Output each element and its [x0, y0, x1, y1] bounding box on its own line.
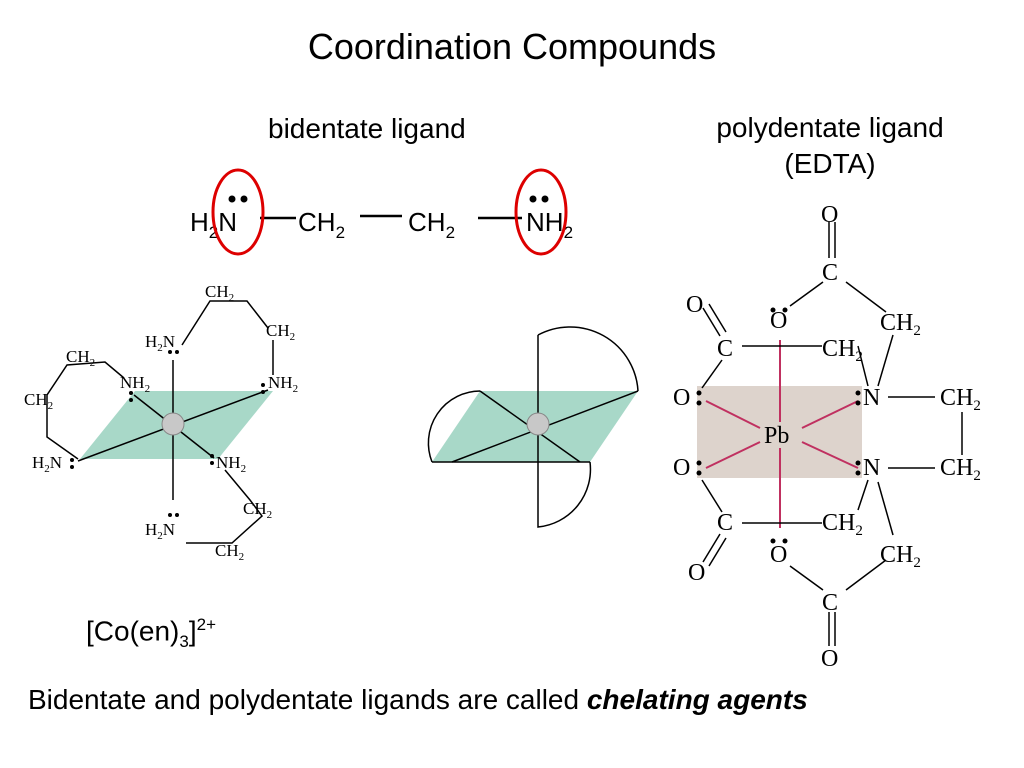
footer-emphasis: chelating agents — [586, 684, 808, 715]
svg-text:CH2: CH2 — [408, 207, 455, 242]
edta-ch2: CH2 — [880, 542, 921, 571]
co-label-nh2: NH2 — [120, 373, 150, 395]
co-label-ch2: CH2 — [266, 321, 295, 343]
edta-ch2: CH2 — [880, 310, 921, 339]
formula-n: N — [218, 207, 237, 237]
edta-atom-n: N — [863, 455, 880, 481]
lone-pair-dot — [240, 195, 248, 203]
bidentate-heading: bidentate ligand — [268, 113, 466, 144]
lone-pair-highlight-right — [514, 168, 568, 256]
lone-pair-dot — [541, 195, 549, 203]
lone-pair-dot — [529, 195, 537, 203]
edta-atom-n: N — [863, 385, 880, 411]
footer-statement: Bidentate and polydentate ligands are ca… — [28, 684, 808, 716]
schematic-chelate-diagram — [427, 326, 639, 528]
co-label-h2n: H2N — [145, 520, 175, 542]
edta-atom-c: C — [717, 336, 733, 362]
page-title: Coordination Compounds — [307, 26, 717, 67]
co-label-ch2: CH2 — [24, 390, 53, 412]
formula-ch2-b-sub: 2 — [446, 223, 455, 242]
co-label-h2n: H2N — [145, 332, 175, 354]
polydentate-heading-line2: (EDTA) — [784, 148, 876, 179]
footer-text: Bidentate and polydentate ligands are ca… — [28, 684, 580, 715]
edta-atom-o: O — [770, 308, 787, 334]
edta-metal-pb: Pb — [764, 423, 789, 449]
edta-atom-c: C — [822, 590, 838, 616]
cobalt-atom — [161, 412, 185, 436]
edta-atom-o: O — [686, 292, 703, 318]
co-label-ch2: CH2 — [215, 541, 244, 563]
formula-h-sub: 2 — [209, 223, 218, 242]
co-label-h2n: H2N — [32, 453, 62, 475]
co-label-ch2: CH2 — [243, 499, 272, 521]
edta-atom-o: O — [821, 646, 838, 672]
co-label-nh2: NH2 — [216, 453, 246, 475]
formula-ch2-b: CH — [408, 207, 446, 237]
lone-pair-highlight-left — [211, 168, 265, 256]
formula-h: H — [190, 207, 209, 237]
edta-atom-o: O — [673, 455, 690, 481]
edta-atom-o: O — [770, 542, 787, 568]
formula-nh2-sub: 2 — [564, 223, 573, 242]
edta-atom-o: O — [688, 560, 705, 586]
polydentate-heading: polydentate ligand (EDTA) — [660, 110, 1000, 182]
svg-text:CH2: CH2 — [298, 207, 345, 242]
edta-atom-o: O — [821, 202, 838, 228]
schematic-metal-atom — [526, 412, 550, 436]
co-label-nh2: NH2 — [268, 373, 298, 395]
edta-lead-complex: O C O O CH2 C CH2 O N CH2 Pb O N CH2 C C… — [673, 202, 981, 672]
edta-ch2: CH2 — [822, 336, 863, 365]
co-label-ch2: CH2 — [205, 282, 234, 304]
svg-text:NH2: NH2 — [526, 207, 573, 242]
edta-atom-c: C — [717, 510, 733, 536]
edta-atom-c: C — [822, 260, 838, 286]
ethylenediamine-formula: H2N CH2 CH2 NH2 — [190, 168, 573, 256]
lone-pair-dot — [228, 195, 236, 203]
cobalt-complex-structure: CH2 CH2 H2N CH2 NH2 NH2 CH2 H2N NH2 CH2 … — [24, 282, 298, 563]
edta-atom-o: O — [673, 385, 690, 411]
formula-ch2-a: CH — [298, 207, 336, 237]
formula-nh2: NH — [526, 207, 564, 237]
cobalt-complex-caption: [Co(en)3]2+ — [86, 615, 217, 651]
co-label-ch2: CH2 — [66, 347, 95, 369]
edta-ch2: CH2 — [940, 385, 981, 414]
polydentate-heading-line1: polydentate ligand — [716, 112, 944, 143]
svg-text:H2N: H2N — [190, 207, 237, 242]
edta-ch2: CH2 — [940, 455, 981, 484]
edta-ch2: CH2 — [822, 510, 863, 539]
formula-ch2-a-sub: 2 — [336, 223, 345, 242]
